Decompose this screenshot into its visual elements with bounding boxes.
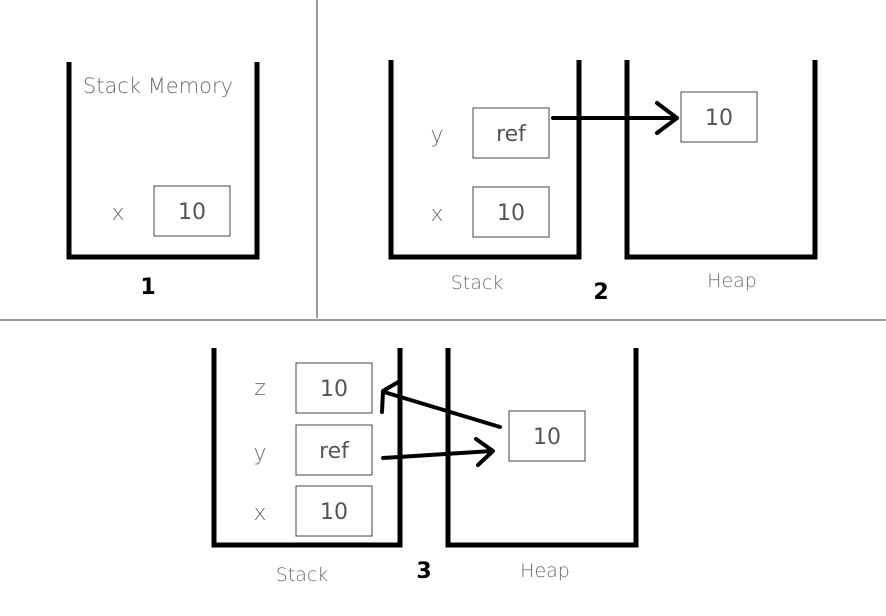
panel-number-3: 3 <box>416 559 431 584</box>
value-box-x <box>472 186 550 238</box>
value-box-y <box>472 107 550 159</box>
var-x-label: x <box>111 201 124 226</box>
value-y-ref: ref <box>319 439 350 464</box>
stack-memory-title: Stack Memory <box>83 74 233 98</box>
heap-value-box <box>680 91 758 143</box>
value-x: 10 <box>497 201 525 226</box>
stack-container <box>211 348 403 548</box>
value-box-y <box>295 424 373 476</box>
value-x: 10 <box>178 200 206 225</box>
heap-value: 10 <box>533 425 561 450</box>
heap-value: 10 <box>705 106 733 131</box>
stack-label: Stack <box>276 564 329 586</box>
panel-number-1: 1 <box>140 275 155 300</box>
panel-3: z 10 y ref x 10 10 Stack Heap 3 <box>211 348 639 586</box>
panel-number-2: 2 <box>593 280 608 305</box>
heap-value-box <box>508 410 586 462</box>
value-x: 10 <box>320 500 348 525</box>
var-x-label: x <box>430 202 443 227</box>
panel-1: Stack Memory x 10 1 <box>66 62 260 300</box>
reference-arrow <box>551 101 679 135</box>
stack-container <box>388 60 582 260</box>
var-z-label: z <box>254 376 266 401</box>
copy-arrow-heap-to-z <box>380 379 502 429</box>
value-box-x <box>153 185 231 237</box>
var-y-label: y <box>253 441 266 466</box>
value-box-x <box>295 485 373 537</box>
value-z: 10 <box>320 377 348 402</box>
reference-arrow-y-to-heap <box>381 437 495 467</box>
panel-2: y ref x 10 10 Stack Heap 2 <box>388 60 818 305</box>
value-box-z <box>295 362 373 414</box>
var-y-label: y <box>430 123 443 148</box>
heap-label: Heap <box>520 560 570 582</box>
heap-label: Heap <box>707 270 757 292</box>
value-y-ref: ref <box>496 122 527 147</box>
var-x-label: x <box>253 501 266 526</box>
heap-container <box>624 60 818 260</box>
heap-container <box>445 348 639 548</box>
stack-memory-container <box>66 62 260 260</box>
stack-label: Stack <box>451 272 504 294</box>
